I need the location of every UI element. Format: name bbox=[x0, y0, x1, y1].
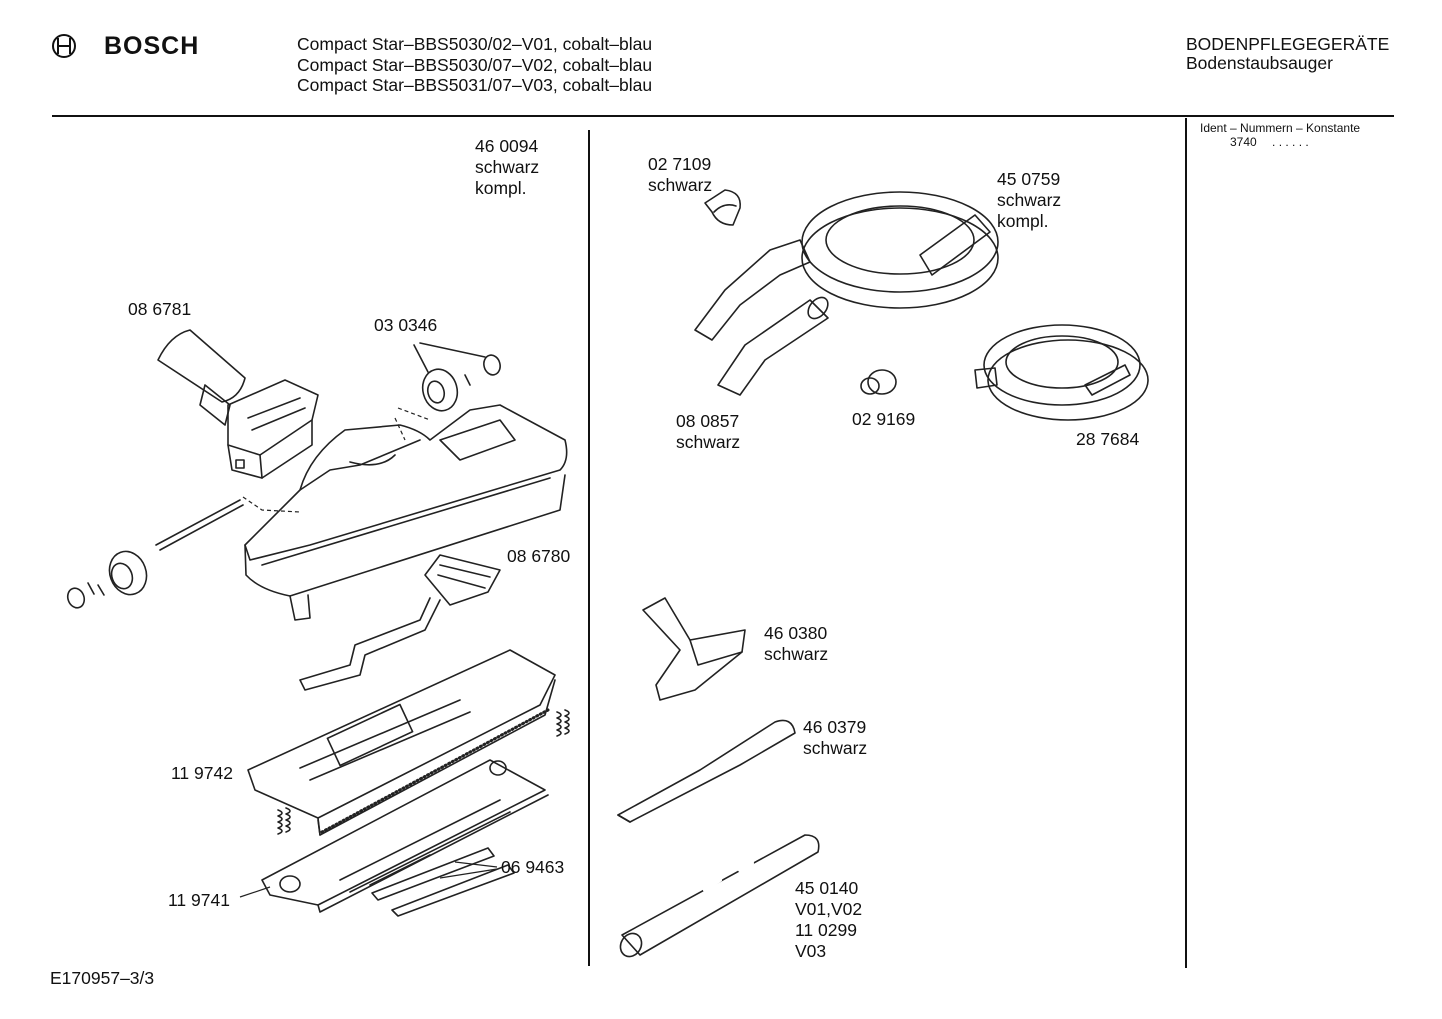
ident-title: Ident – Nummern – Konstante bbox=[1200, 121, 1361, 135]
part-number: 46 0380 bbox=[764, 623, 828, 643]
part-number: 28 7684 bbox=[1076, 429, 1140, 449]
bosch-logo-icon bbox=[52, 34, 76, 58]
model-line: Compact Star–BBS5031/07–V03, cobalt–blau bbox=[297, 75, 653, 95]
document-code: E170957–3/3 bbox=[50, 968, 155, 988]
part-number: 45 0759 bbox=[997, 169, 1061, 189]
bottom-plate-drawing bbox=[261, 759, 549, 913]
brush-plate-drawing bbox=[247, 649, 556, 836]
extension-hose-drawing bbox=[974, 324, 1149, 421]
part-number: 46 0094 bbox=[475, 136, 539, 156]
part-color: schwarz bbox=[997, 190, 1062, 210]
part-label-080857: 08 0857 schwarz bbox=[676, 411, 740, 453]
leader-dashed-b bbox=[394, 407, 431, 441]
hose-clip-drawing bbox=[704, 189, 742, 226]
part-label-287684: 28 7684 bbox=[1076, 429, 1139, 450]
part-color: schwarz bbox=[648, 175, 713, 195]
axle-wheel-drawing bbox=[66, 499, 244, 609]
part-number: 11 9742 bbox=[171, 763, 233, 783]
category-block: BODENPFLEGEGERÄTE Bodenstaubsauger bbox=[1186, 35, 1389, 73]
part-note: kompl. bbox=[997, 211, 1049, 231]
part-label-030346: 03 0346 bbox=[374, 315, 437, 336]
part-label-460379: 46 0379 schwarz bbox=[803, 717, 867, 759]
part-color: schwarz bbox=[803, 738, 868, 758]
model-line: Compact Star–BBS5030/02–V01, cobalt–blau bbox=[297, 34, 653, 54]
hose-assembly-drawing bbox=[694, 191, 999, 341]
part-number: 45 0140 bbox=[795, 878, 859, 898]
part-label-069463: 06 9463 bbox=[501, 857, 564, 878]
leader-119741 bbox=[239, 886, 271, 898]
part-note: kompl. bbox=[475, 178, 527, 198]
spring-drawing bbox=[277, 709, 570, 835]
crevice-tool-drawing bbox=[617, 719, 796, 823]
part-label-086780: 08 6780 bbox=[507, 546, 570, 567]
part-number: 11 0299 bbox=[795, 920, 857, 940]
sealing-strip-drawing bbox=[371, 847, 515, 917]
model-line: Compact Star–BBS5030/07–V02, cobalt–blau bbox=[297, 54, 653, 75]
upholstery-nozzle-drawing bbox=[642, 597, 746, 701]
part-label-086781: 08 6781 bbox=[128, 299, 191, 320]
part-color: schwarz bbox=[676, 432, 741, 452]
bent-tube-drawing bbox=[717, 296, 829, 396]
wheel-set-drawing bbox=[413, 342, 501, 412]
part-label-460380: 46 0380 schwarz bbox=[764, 623, 828, 665]
part-variant: V01,V02 bbox=[795, 899, 863, 919]
part-number: 08 6781 bbox=[128, 299, 192, 319]
part-label-450140: 45 0140 V01,V02 11 0299 V03 bbox=[795, 878, 862, 962]
part-label-119741: 11 9741 bbox=[168, 890, 230, 911]
model-list: Compact Star–BBS5030/02–V01, cobalt–blau… bbox=[297, 34, 652, 96]
pedal-lever-drawing bbox=[299, 554, 501, 691]
part-label-029169: 02 9169 bbox=[852, 409, 915, 430]
leader-069463-b bbox=[439, 868, 498, 879]
part-number: 02 9169 bbox=[852, 409, 916, 429]
leader-069463 bbox=[454, 861, 498, 868]
part-label-119742: 11 9742 bbox=[171, 763, 233, 784]
part-number: 08 0857 bbox=[676, 411, 740, 431]
ident-dots: . . . . . . bbox=[1272, 135, 1309, 149]
part-label-027109: 02 7109 schwarz bbox=[648, 154, 712, 196]
category-subtitle: Bodenstaubsauger bbox=[1186, 53, 1333, 73]
part-variant: V03 bbox=[795, 941, 827, 961]
ident-value: 3740 bbox=[1230, 135, 1257, 149]
part-label-450759: 45 0759 schwarz kompl. bbox=[997, 169, 1061, 232]
part-color: schwarz bbox=[764, 644, 829, 664]
part-number: 08 6780 bbox=[507, 546, 571, 566]
part-number: 11 9741 bbox=[168, 890, 230, 910]
floor-head-body-drawing bbox=[244, 404, 568, 621]
extension-tube-drawing bbox=[619, 834, 820, 958]
ident-value-row: 3740 . . . . . . bbox=[1230, 135, 1309, 149]
brand-name: BOSCH bbox=[104, 32, 200, 60]
part-color: schwarz bbox=[475, 157, 540, 177]
part-number: 03 0346 bbox=[374, 315, 438, 335]
part-label-460094: 46 0094 schwarz kompl. bbox=[475, 136, 539, 199]
nozzle-adapter-drawing bbox=[157, 329, 319, 479]
part-number: 02 7109 bbox=[648, 154, 712, 174]
part-number: 46 0379 bbox=[803, 717, 867, 737]
category-title: BODENPFLEGEGERÄTE bbox=[1186, 34, 1390, 54]
adapter-ring-drawing bbox=[860, 369, 897, 395]
leader-dashed bbox=[242, 496, 301, 513]
part-number: 06 9463 bbox=[501, 857, 565, 877]
